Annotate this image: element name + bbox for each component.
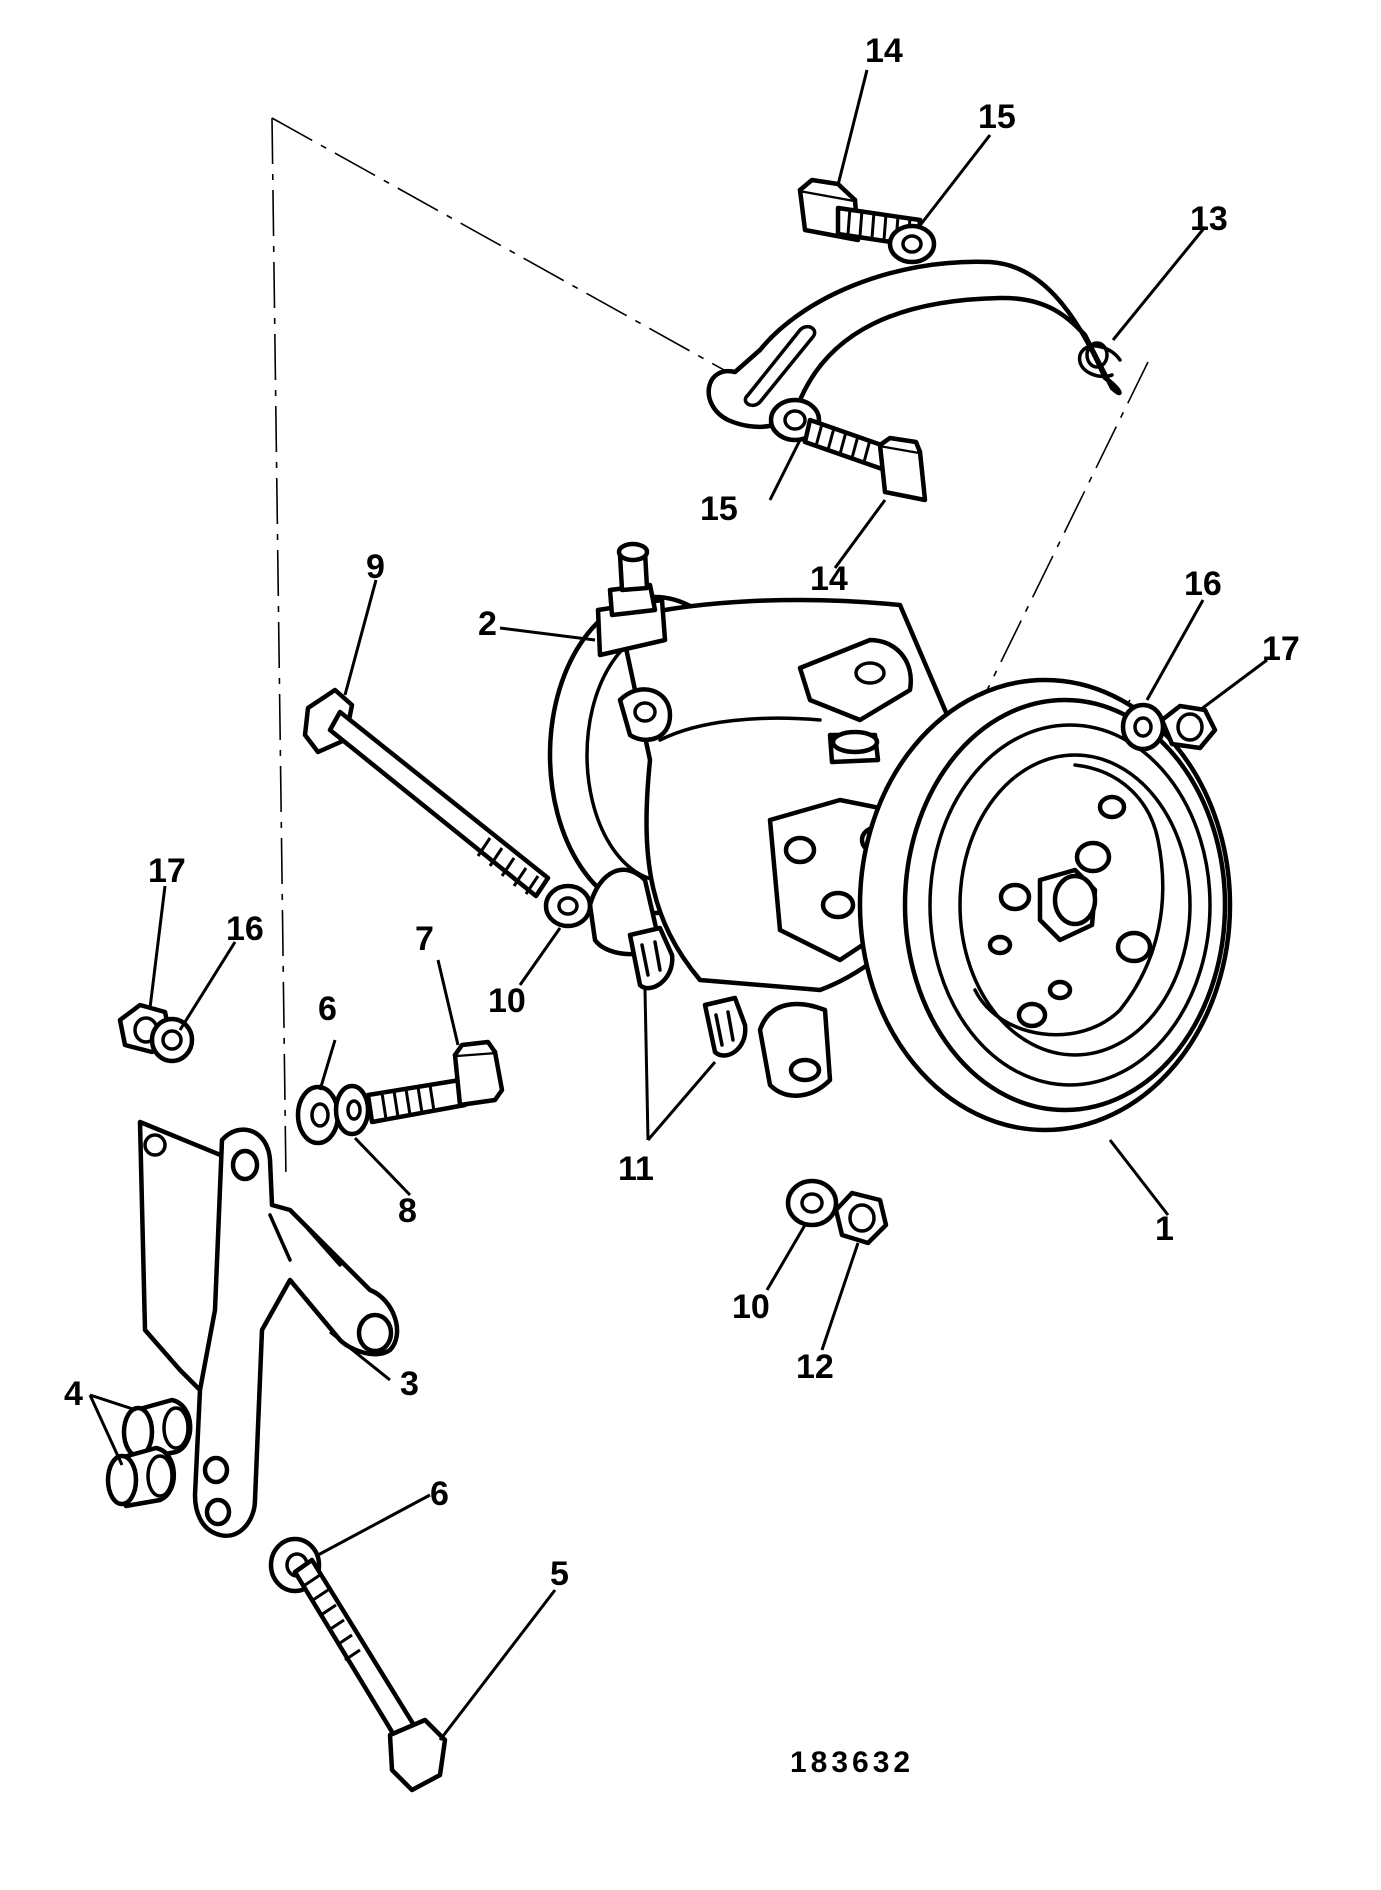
callout-6-upper: 6 [318,990,337,1028]
lock-washer-8 [333,1083,371,1137]
callout-13: 13 [1190,200,1228,238]
callout-4: 4 [64,1375,83,1413]
long-bolt-9 [302,687,551,899]
bolt-5 [292,1557,448,1793]
callout-7: 7 [415,920,434,958]
drawing-number: 183632 [790,1746,914,1779]
callout-16-left: 16 [226,910,264,948]
callout-10-upper: 10 [488,982,526,1020]
washer-6-upper [295,1084,341,1146]
upper-washer-15 [887,223,937,265]
callout-6-lower: 6 [430,1475,449,1513]
nut-17-right [1159,703,1218,751]
washer-16-left [149,1016,195,1064]
callout-14-top: 14 [865,32,903,70]
service-valve [595,541,668,658]
callout-9: 9 [366,548,385,586]
spacers-4 [105,1397,193,1509]
callout-12: 12 [796,1348,834,1386]
callout-labels: 14 15 13 15 14 2 9 16 17 17 16 7 6 10 8 … [64,32,1300,1593]
callout-15-top: 15 [978,98,1016,136]
lower-bolt-14 [802,417,928,503]
callout-14-lower: 14 [810,560,848,598]
callout-2: 2 [478,605,497,643]
mounting-bracket-3 [137,1119,400,1539]
bolt-7 [365,1039,505,1125]
callout-17-right: 17 [1262,630,1300,668]
callout-15-lower: 15 [700,490,738,528]
callout-3: 3 [400,1365,419,1403]
nut-12 [833,1190,889,1246]
leader-lines [88,69,1268,1741]
callout-11: 11 [618,1150,654,1188]
callout-5: 5 [550,1555,569,1593]
callout-1: 1 [1155,1210,1174,1248]
callout-16-right: 16 [1184,565,1222,603]
washer-10-upper [543,883,593,929]
callout-17-left: 17 [148,852,186,890]
washer-16-right [1120,702,1166,752]
shims-11 [627,925,748,1058]
adjusting-strap [706,259,1122,430]
callout-8: 8 [398,1192,417,1230]
callout-10-lower: 10 [732,1288,770,1326]
clutch-pulley [857,677,1233,1133]
washer-10-lower [785,1178,839,1228]
